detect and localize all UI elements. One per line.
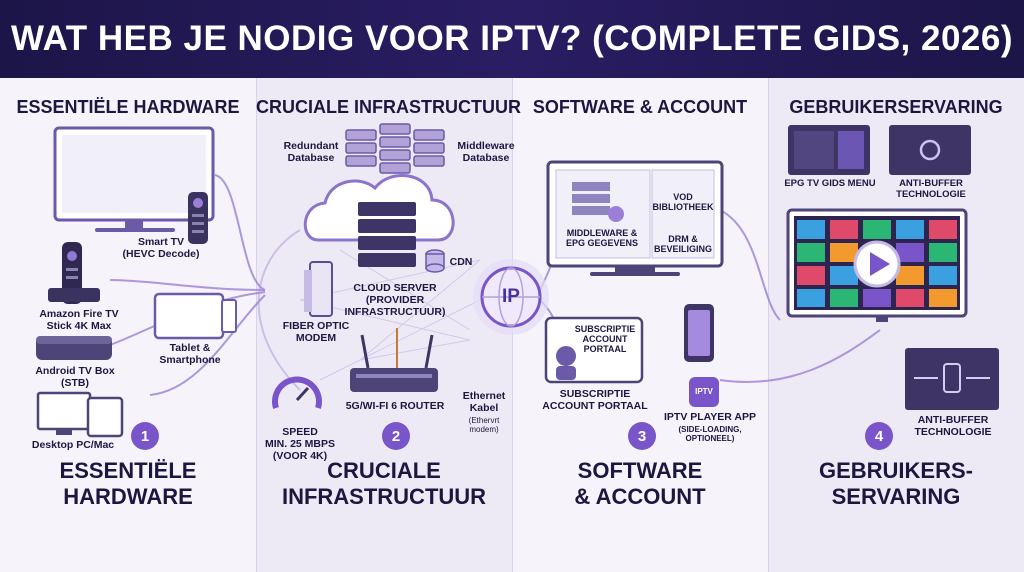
database-cluster-icon (345, 123, 445, 174)
android-box-label: Android TV Box (STB) (35, 365, 115, 389)
anti-buffer-device-icon (905, 348, 999, 410)
tablet-icon (153, 292, 237, 340)
vod-label: VOD BIBLIOTHEEK (652, 192, 714, 212)
middleware-epg-label: MIDDLEWARE & EPG GEGEVENS (565, 228, 639, 248)
smart-tv-icon (53, 126, 215, 232)
cloud-server-label: CLOUD SERVER (PROVIDER INFRASTRUCTUUR) (344, 282, 446, 318)
fire-tv-label: Amazon Fire TV Stick 4K Max (39, 308, 119, 332)
iptv-app-icon-label: IPTV (695, 387, 713, 396)
smart-tv-label: Smart TV (HEVC Decode) (122, 236, 200, 260)
tablet-label: Tablet & Smartphone (159, 342, 221, 366)
hardware-header: ESSENTIËLE HARDWARE (16, 97, 240, 117)
software-big-label: SOFTWARE & ACCOUNT (574, 458, 706, 509)
step-number-1: 1 (131, 422, 159, 450)
column-divider (256, 78, 257, 572)
anti-buffer-bottom-label: ANTI-BUFFER TECHNOLOGIE (914, 414, 992, 438)
step-number-4: 4 (865, 422, 893, 450)
play-button-icon (853, 240, 901, 288)
subscription-tablet-icon (544, 316, 644, 384)
iptv-app-icon (689, 377, 719, 407)
phone-icon (684, 304, 714, 362)
monitor-icon (546, 160, 724, 276)
experience-big-label: GEBRUIKERS- SERVARING (818, 458, 973, 509)
column-divider (768, 78, 769, 572)
fiber-modem-label: FIBER OPTIC MODEM (282, 320, 350, 344)
infrastructure-header: CRUCIALE INFRASTRUCTUUR (256, 97, 521, 117)
step-number-3: 3 (628, 422, 656, 450)
desktop-icon (36, 391, 124, 438)
android-box-icon (36, 336, 112, 360)
iptv-hub-label: IP (502, 286, 520, 307)
redundant-db-label: Redundant Database (283, 140, 339, 164)
router-label: 5G/WI-FI 6 ROUTER (345, 400, 445, 412)
speed-label: SPEED MIN. 25 MBPS (VOOR 4K) (264, 426, 335, 462)
title-banner: WAT HEB JE NODIG VOOR IPTV? (COMPLETE GI… (0, 0, 1024, 78)
remote-icon (188, 192, 208, 244)
experience-header: GEBRUIKERSERVARING (789, 97, 1003, 117)
cdn-label: CDN (449, 256, 473, 268)
fire-tv-stick-icon (48, 242, 100, 304)
tile-grid (797, 220, 957, 307)
anti-buffer-screen-icon (889, 125, 971, 175)
router-icon (350, 328, 438, 392)
player-app-label: IPTV PLAYER APP (664, 411, 756, 423)
tv-stand (876, 316, 888, 322)
desktop-label: Desktop PC/Mac (31, 439, 115, 451)
ethernet-sub-label: (Ethervrt modem) (468, 416, 500, 434)
subscription-caption: SUBSCRIPTIE ACCOUNT PORTAAL (542, 388, 648, 412)
step-number-2: 2 (382, 422, 410, 450)
middleware-db-label: Middleware Database (457, 140, 515, 164)
page-title: WAT HEB JE NODIG VOOR IPTV? (COMPLETE GI… (10, 19, 1014, 58)
epg-screen-icon (788, 125, 870, 175)
software-header: SOFTWARE & ACCOUNT (532, 97, 748, 117)
player-app-sub-label: (SIDE-LOADING, OPTIONEEL) (678, 425, 742, 443)
fiber-modem-icon (304, 261, 333, 317)
ethernet-label: Ethernet Kabel (462, 390, 506, 414)
drm-label: DRM & BEVEILIGING (653, 234, 712, 254)
cloud-server-icon (303, 174, 455, 267)
anti-buffer-top-label: ANTI-BUFFER TECHNOLOGIE (896, 178, 966, 200)
cdn-icon (425, 249, 445, 273)
speed-gauge-icon (272, 376, 322, 409)
iptv-hub-icon (473, 259, 549, 335)
subscription-portal-screen-label: SUBSCRIPTIE ACCOUNT PORTAAL (574, 324, 636, 354)
infrastructure-big-label: CRUCIALE INFRASTRUCTUUR (281, 458, 487, 509)
hardware-big-label: ESSENTIËLE HARDWARE (59, 458, 197, 509)
epg-menu-label: EPG TV GIDS MENU (784, 178, 876, 189)
